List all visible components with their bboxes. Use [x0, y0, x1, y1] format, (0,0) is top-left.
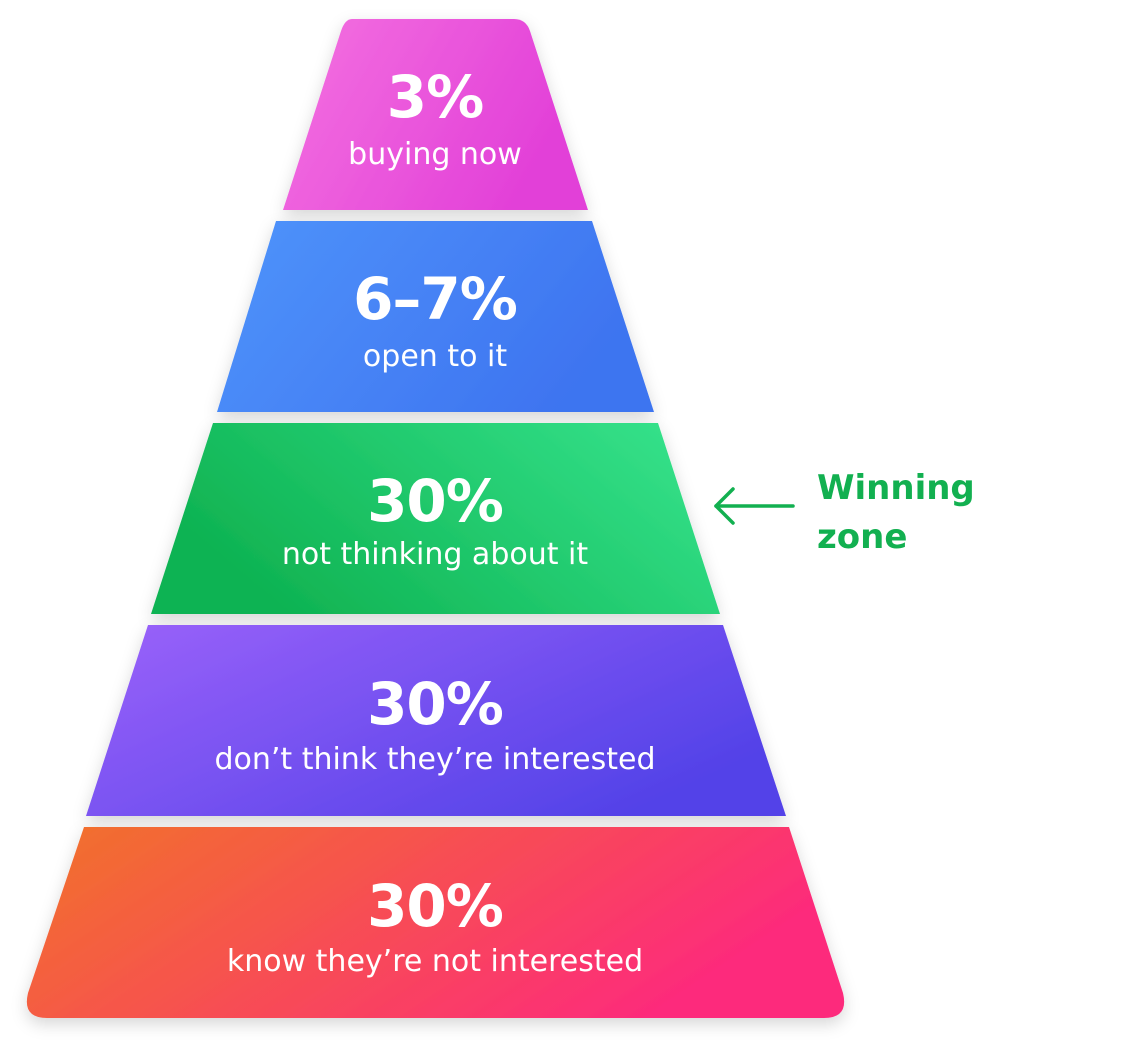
pyramid-tier-4: 30% know they’re not interested: [26, 827, 845, 1018]
pyramid-tier-3: 30% don’t think they’re interested: [86, 625, 786, 816]
tier-2-value: 30%: [367, 467, 503, 535]
tier-2-label: not thinking about it: [282, 537, 589, 572]
tier-4-value: 30%: [367, 872, 503, 940]
tier-1-shape: [217, 221, 654, 412]
tier-0-label: buying now: [348, 137, 522, 172]
callout-line-1: Winning: [817, 468, 975, 508]
tier-1-label: open to it: [363, 339, 507, 374]
pyramid-tier-1: 6–7% open to it: [217, 221, 654, 412]
arrow-head: [714, 487, 735, 525]
pyramid-tier-0: 3% buying now: [283, 19, 588, 210]
tier-1-value: 6–7%: [353, 265, 517, 333]
tier-3-label: don’t think they’re interested: [214, 742, 655, 777]
tier-4-shape: [26, 827, 845, 1018]
pyramid-tier-2: 30% not thinking about it: [151, 423, 720, 614]
tier-2-shape: [151, 423, 720, 614]
tier-4-label: know they’re not interested: [227, 944, 643, 979]
tier-0-shape: [283, 19, 588, 210]
callout-line-2: zone: [817, 517, 907, 557]
winning-zone-callout: Winning zone: [714, 468, 975, 557]
tier-3-value: 30%: [367, 670, 503, 738]
tier-0-value: 3%: [387, 63, 483, 131]
tier-3-shape: [86, 625, 786, 816]
arrow-left-icon: [714, 487, 795, 525]
